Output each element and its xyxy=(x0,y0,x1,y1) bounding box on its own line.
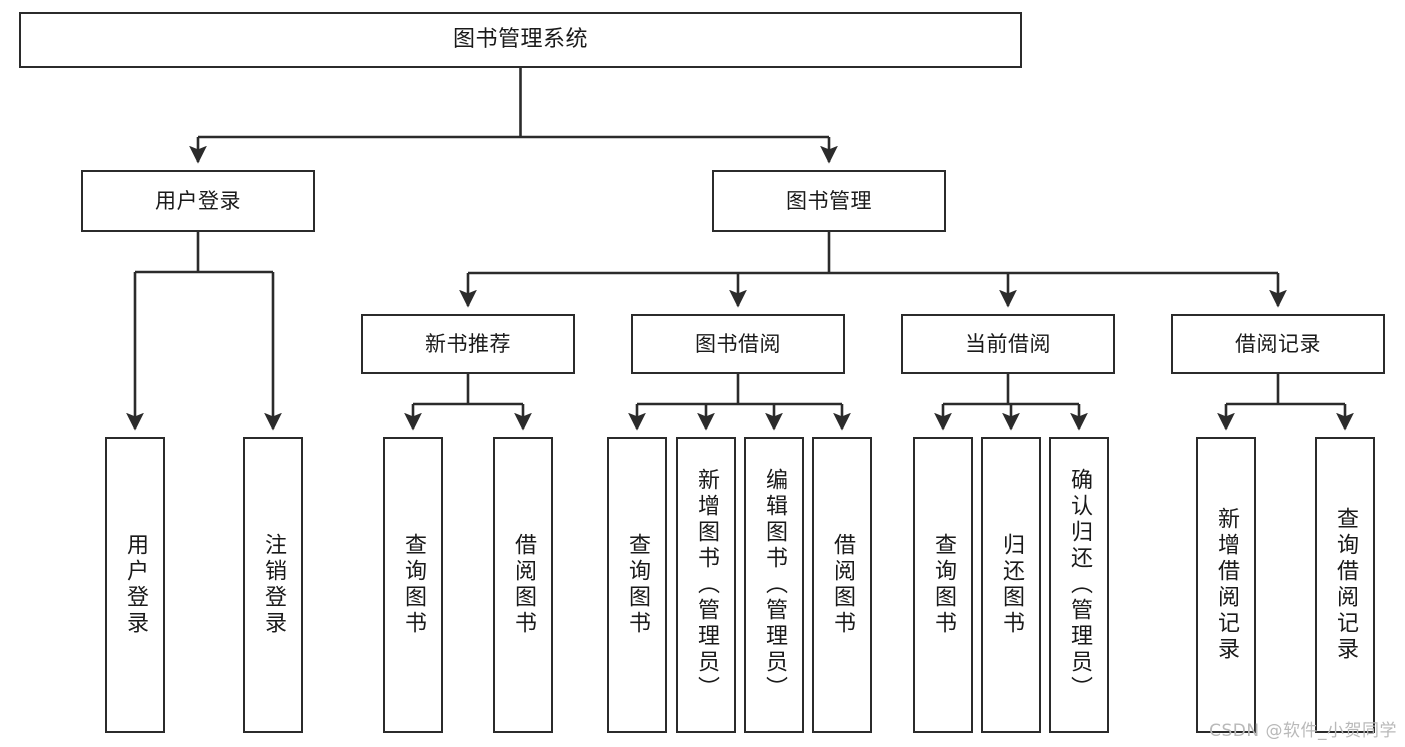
node-leaf-query-book-1[interactable]: 查询图书 xyxy=(383,437,443,733)
node-leaf-add-record[interactable]: 新增借阅记录 xyxy=(1196,437,1256,733)
node-label: 图书借阅 xyxy=(695,331,781,356)
node-root-book-management-system[interactable]: 图书管理系统 xyxy=(19,12,1022,68)
node-label: 借阅图书 xyxy=(511,533,536,637)
node-leaf-query-book-2[interactable]: 查询图书 xyxy=(607,437,667,733)
node-label: 当前借阅 xyxy=(965,331,1051,356)
node-new-book-recommend[interactable]: 新书推荐 xyxy=(361,314,575,374)
node-leaf-borrow-book-2[interactable]: 借阅图书 xyxy=(812,437,872,733)
node-label: 确认归还（管理员） xyxy=(1067,468,1092,702)
node-label: 新增借阅记录 xyxy=(1214,507,1239,663)
node-leaf-query-book-3[interactable]: 查询图书 xyxy=(913,437,973,733)
node-leaf-borrow-book-1[interactable]: 借阅图书 xyxy=(493,437,553,733)
node-label: 新增图书（管理员） xyxy=(694,468,719,702)
node-leaf-confirm-return[interactable]: 确认归还（管理员） xyxy=(1049,437,1109,733)
node-user-login[interactable]: 用户登录 xyxy=(81,170,315,232)
node-label: 图书管理系统 xyxy=(452,27,588,53)
node-label: 查询图书 xyxy=(401,533,426,637)
node-book-borrow[interactable]: 图书借阅 xyxy=(631,314,845,374)
node-label: 注销登录 xyxy=(261,533,286,637)
node-leaf-logout-login[interactable]: 注销登录 xyxy=(243,437,303,733)
node-label: 查询图书 xyxy=(931,533,956,637)
node-label: 借阅记录 xyxy=(1235,331,1321,356)
node-book-management[interactable]: 图书管理 xyxy=(712,170,946,232)
node-label: 图书管理 xyxy=(786,188,872,213)
csdn-watermark: CSDN @软件_小贺同学 xyxy=(1209,721,1397,741)
node-leaf-add-book[interactable]: 新增图书（管理员） xyxy=(676,437,736,733)
node-label: 用户登录 xyxy=(155,188,241,213)
node-current-borrow[interactable]: 当前借阅 xyxy=(901,314,1115,374)
node-borrow-record[interactable]: 借阅记录 xyxy=(1171,314,1385,374)
node-label: 新书推荐 xyxy=(425,331,511,356)
node-leaf-edit-book[interactable]: 编辑图书（管理员） xyxy=(744,437,804,733)
node-label: 查询借阅记录 xyxy=(1333,507,1358,663)
node-label: 查询图书 xyxy=(625,533,650,637)
node-label: 归还图书 xyxy=(999,533,1024,637)
node-label: 用户登录 xyxy=(123,533,148,637)
node-leaf-user-login[interactable]: 用户登录 xyxy=(105,437,165,733)
node-leaf-return-book[interactable]: 归还图书 xyxy=(981,437,1041,733)
node-label: 编辑图书（管理员） xyxy=(762,468,787,702)
node-leaf-query-record[interactable]: 查询借阅记录 xyxy=(1315,437,1375,733)
node-label: 借阅图书 xyxy=(830,533,855,637)
